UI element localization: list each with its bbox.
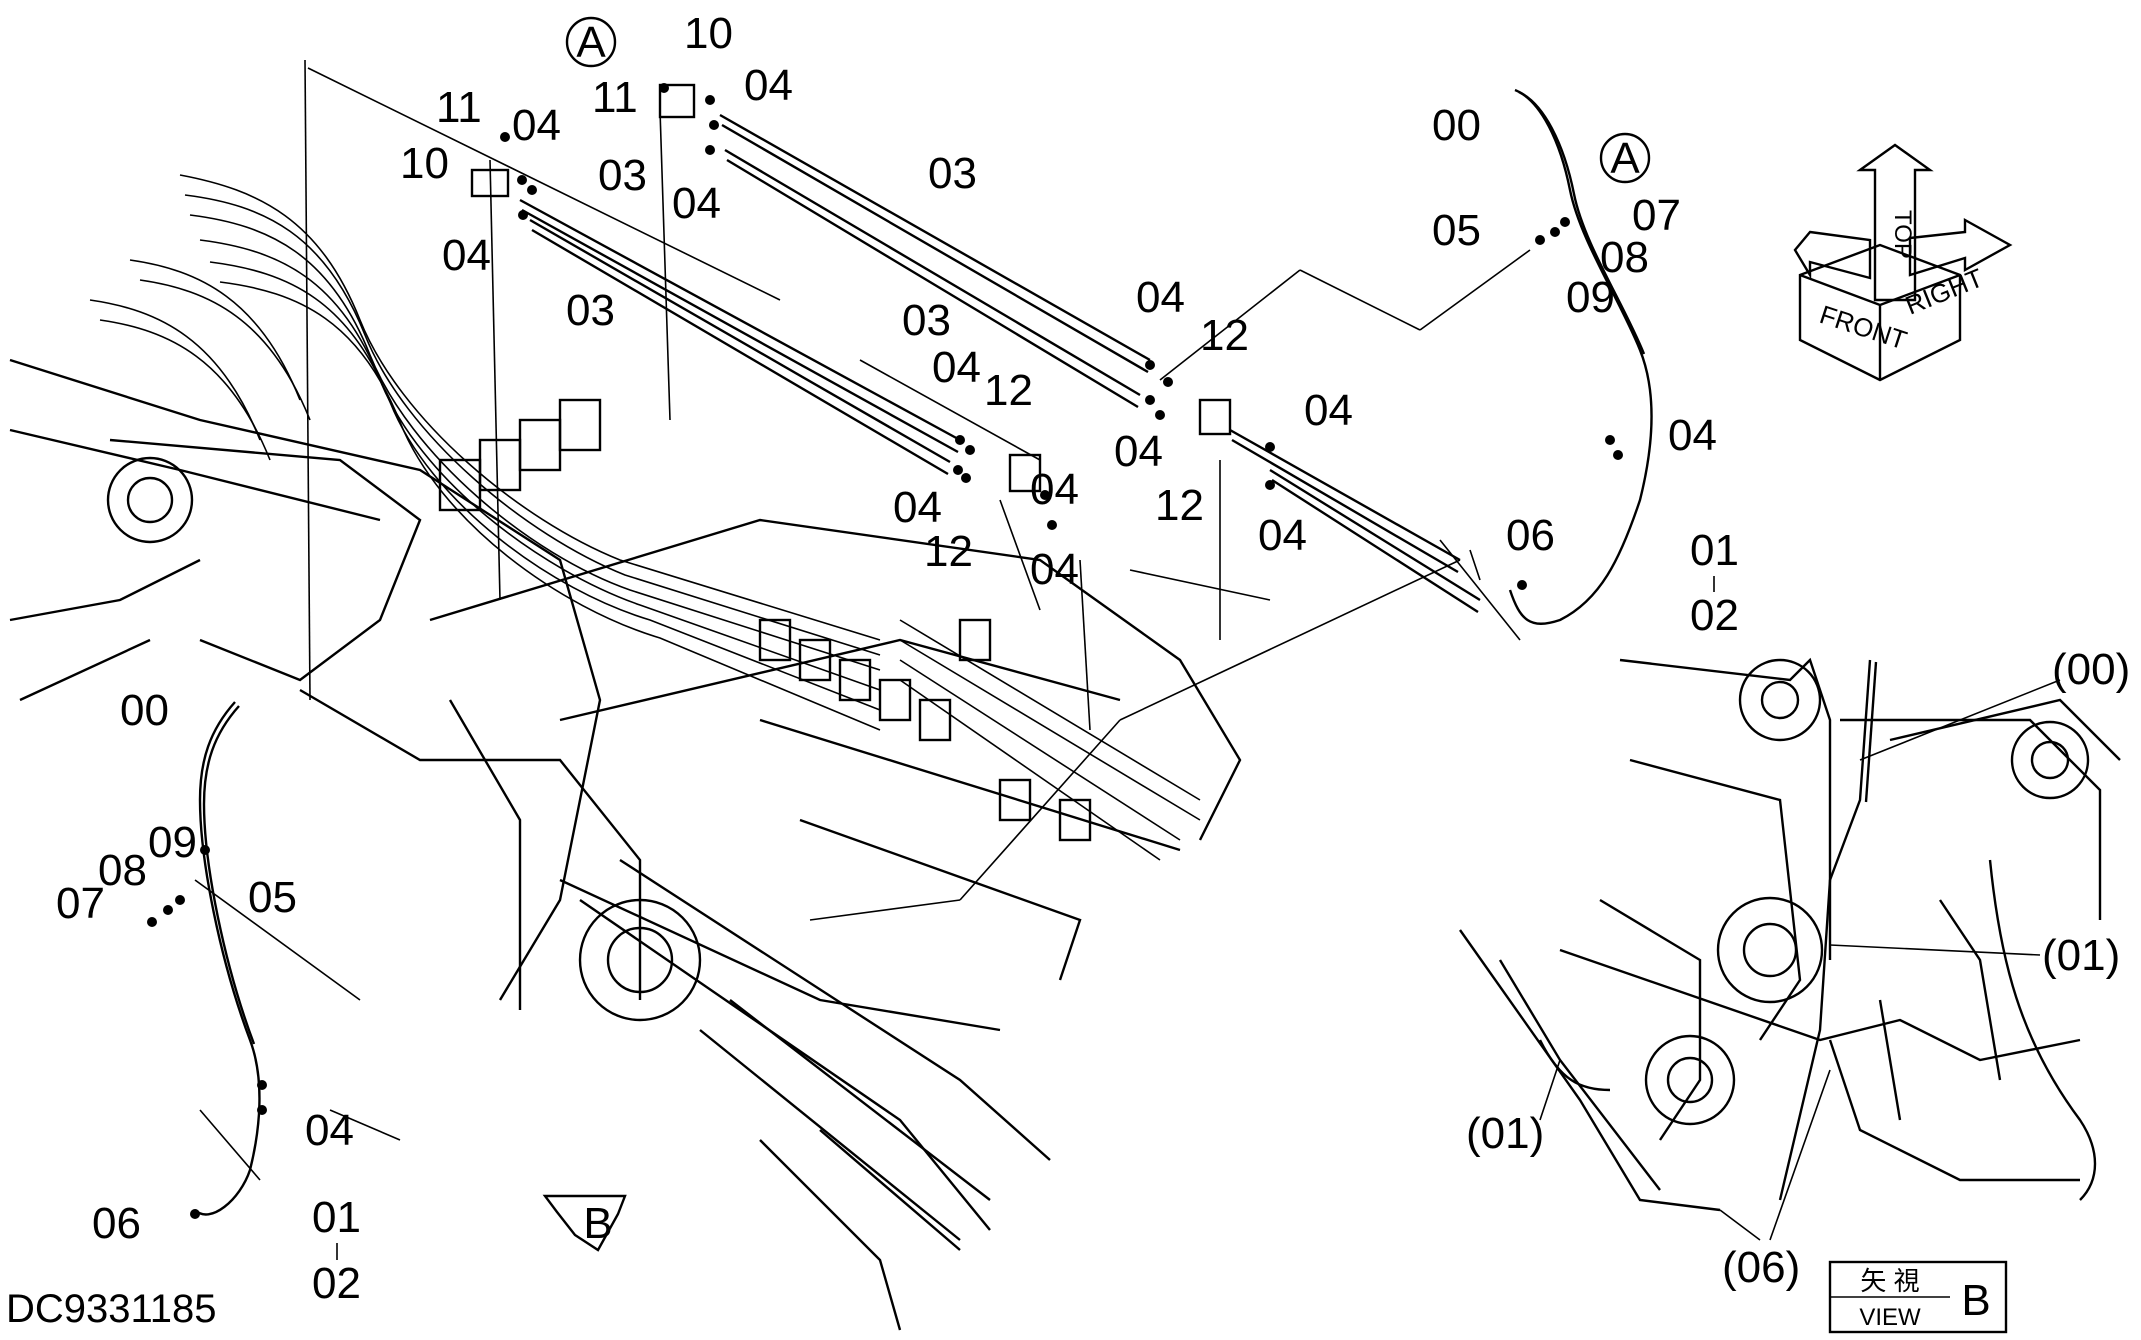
detail-callout-01: (01): [2042, 931, 2120, 980]
callout-labels: 10 11 04 04 11 10 04 04 03 03 03 03 04 0…: [56, 9, 2130, 1308]
view-b-label-box: 矢 視 VIEW B: [1828, 1260, 2008, 1334]
callout-04: 04: [442, 231, 491, 280]
hose-lines-03: [519, 113, 1481, 614]
callout-03: 03: [928, 149, 977, 198]
callout-01: 01: [312, 1193, 361, 1242]
callout-04: 04: [1258, 511, 1307, 560]
callout-06: 06: [1506, 511, 1555, 560]
callout-11: 11: [436, 83, 482, 132]
bracket-10: [470, 83, 1232, 493]
callout-10: 10: [684, 9, 733, 58]
detail-callout-00: (00): [2052, 645, 2130, 694]
callout-04: 04: [305, 1106, 354, 1155]
orientation-front-label: FRONT: [1816, 299, 1911, 355]
boom-structure: [9, 358, 1242, 1331]
detail-marker-a-top: A: [565, 16, 617, 68]
callout-06: 06: [92, 1199, 141, 1248]
callout-04: 04: [1030, 545, 1079, 594]
detail-callout-01: (01): [1466, 1109, 1544, 1158]
callout-00: 00: [120, 686, 169, 735]
callout-04: 04: [1114, 427, 1163, 476]
callout-03: 03: [902, 296, 951, 345]
view-arrow-b: B: [542, 1194, 627, 1252]
view-arrow-b-letter: B: [583, 1199, 612, 1248]
harness-right: [1508, 88, 1653, 625]
valve-blocks: [438, 398, 1092, 842]
detail-marker-a-top-letter: A: [576, 18, 606, 67]
view-box-view-label: VIEW: [1859, 1304, 1921, 1331]
connector-dots: [147, 83, 1623, 1219]
callout-12: 12: [1155, 481, 1204, 530]
callout-04: 04: [932, 343, 981, 392]
callout-02: 02: [1690, 591, 1739, 640]
callout-04: 04: [512, 101, 561, 150]
callout-07: 07: [1632, 191, 1681, 240]
callout-05: 05: [1432, 206, 1481, 255]
callout-00: 00: [1432, 101, 1481, 150]
callout-08: 08: [98, 846, 147, 895]
callout-09: 09: [148, 818, 197, 867]
view-box-letter: B: [1961, 1276, 1990, 1325]
callout-04: 04: [744, 61, 793, 110]
callout-08: 08: [1600, 233, 1649, 282]
callout-04: 04: [1304, 386, 1353, 435]
callout-04: 04: [1030, 465, 1079, 514]
callout-03: 03: [598, 151, 647, 200]
detail-marker-a-right-letter: A: [1610, 134, 1640, 183]
callout-04: 04: [672, 179, 721, 228]
orientation-cube-icon: [1793, 143, 2013, 382]
orientation-top-label: TOP: [1889, 210, 1916, 259]
callout-12: 12: [924, 527, 973, 576]
callout-10: 10: [400, 139, 449, 188]
callout-04: 04: [893, 483, 942, 532]
callout-03: 03: [566, 286, 615, 335]
harness-left: [194, 701, 261, 1216]
callout-12: 12: [984, 366, 1033, 415]
callout-01: 01: [1690, 526, 1739, 575]
leader-lines: [194, 59, 1531, 1181]
callout-04: 04: [1136, 273, 1185, 322]
callout-02: 02: [312, 1259, 361, 1308]
view-box-kanji: 矢 視: [1860, 1266, 1919, 1296]
detail-callout-06: (06): [1722, 1243, 1800, 1292]
callout-11: 11: [592, 73, 638, 122]
detail-view-b: [1459, 657, 2121, 1212]
callout-12: 12: [1200, 311, 1249, 360]
detail-marker-a-right: A: [1599, 132, 1651, 184]
hose-bundle: [89, 174, 1201, 861]
callout-09: 09: [1566, 273, 1615, 322]
callout-04: 04: [1668, 411, 1717, 460]
callout-07: 07: [56, 879, 105, 928]
detail-leaders: [1539, 679, 2061, 1241]
callout-05: 05: [248, 873, 297, 922]
drawing-id: DC9331185: [6, 1287, 217, 1331]
